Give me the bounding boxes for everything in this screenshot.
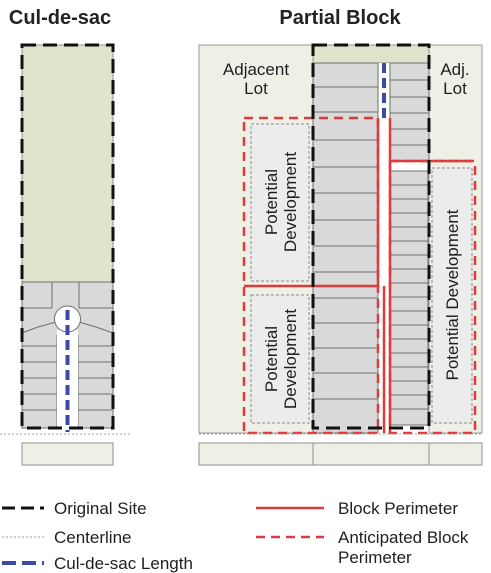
partial-original-site-outline bbox=[311, 43, 431, 430]
partial-block-panel: Adjacent Lot Adj. Lot Potential Developm… bbox=[198, 43, 483, 466]
potential-right-label: Potential Development bbox=[443, 209, 462, 380]
legend-culdesac-length-label: Cul-de-sac Length bbox=[54, 554, 193, 573]
potential-lower-label-line1: Potential bbox=[262, 326, 281, 392]
partial-lots-right-top-lines bbox=[390, 79, 429, 146]
potential-upper-label-group: Potential Development bbox=[262, 152, 300, 252]
culdesac-site-area bbox=[21, 44, 114, 283]
adjacent-lot-label-line1: Adjacent bbox=[223, 60, 289, 79]
partial-lot-across-middle bbox=[312, 442, 430, 466]
potential-right-label-group: Potential Development bbox=[443, 209, 462, 380]
potential-lower-label-line2: Development bbox=[281, 309, 300, 409]
potential-upper-label-line1: Potential bbox=[262, 169, 281, 235]
partial-lot-across-left bbox=[198, 442, 314, 466]
potential-upper-label-line2: Development bbox=[281, 152, 300, 252]
adjacent-lot-label-line2: Lot bbox=[244, 79, 268, 98]
potential-lower-label-group: Potential Development bbox=[262, 309, 300, 409]
legend-anticipated-label-line1: Anticipated Block bbox=[338, 528, 469, 547]
anticipated-block-perimeter-lines bbox=[242, 116, 477, 435]
legend-centerline-label: Centerline bbox=[54, 528, 132, 547]
potential-development-lower-left bbox=[250, 294, 310, 424]
culdesac-title: Cul-de-sac bbox=[9, 7, 111, 29]
culdesac-original-site-outline bbox=[20, 43, 115, 430]
partial-lots-left-column bbox=[312, 62, 379, 434]
potential-development-upper-left bbox=[250, 123, 310, 282]
legend-block-perimeter-label: Block Perimeter bbox=[338, 499, 458, 518]
partial-lots-left-lines bbox=[313, 86, 378, 400]
potential-development-right bbox=[431, 167, 473, 424]
partial-lots-right-lower bbox=[389, 170, 429, 426]
legend: Original Site Centerline Cul-de-sac Leng… bbox=[2, 499, 469, 573]
partial-lot-across-right bbox=[428, 442, 483, 466]
legend-anticipated-label-line2: Perimeter bbox=[338, 548, 412, 567]
partial-lots-right-top bbox=[389, 62, 430, 162]
partial-site-area bbox=[312, 44, 430, 64]
partial-lots-right-lower-lines bbox=[390, 184, 428, 410]
adj-lot-label-line2: Lot bbox=[443, 79, 467, 98]
adj-lot-label-line1: Adj. bbox=[440, 60, 469, 79]
culdesac-lot-across-street bbox=[21, 442, 114, 466]
partial-block-title: Partial Block bbox=[279, 7, 401, 29]
culdesac-panel bbox=[0, 43, 131, 466]
legend-original-site-label: Original Site bbox=[54, 499, 147, 518]
partial-street bbox=[378, 63, 390, 433]
